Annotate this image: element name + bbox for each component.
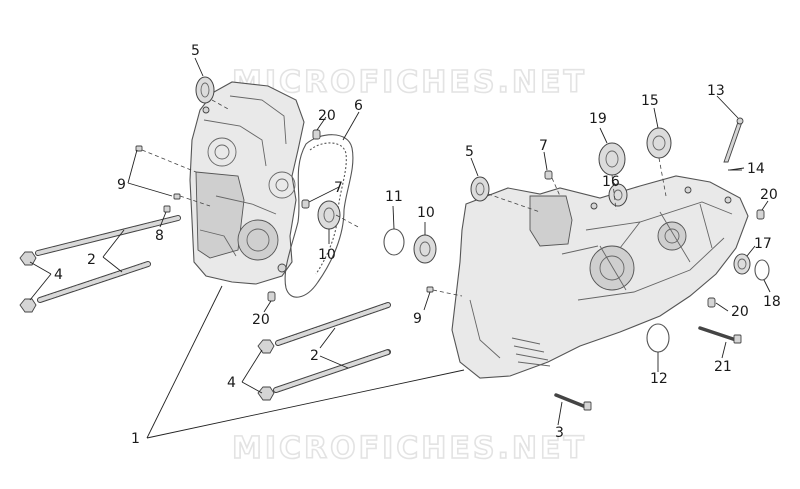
watermark-bottom: MICROFICHES.NET (232, 431, 587, 466)
leader-lines (29, 57, 771, 439)
callout-21: 21 (714, 359, 732, 375)
pin-7-left (301, 199, 310, 209)
callout-9b: 9 (413, 311, 422, 327)
callout-11: 11 (385, 189, 403, 205)
callout-20b: 20 (252, 312, 270, 328)
dowel-pin-20a (312, 129, 321, 140)
bolt-3 (554, 393, 592, 411)
bearing-10-left (317, 200, 341, 230)
seal-17 (733, 253, 751, 275)
stud-2-left-upper (35, 215, 181, 256)
callout-labels: 1 2 2 3 4 4 5 5 6 7 7 8 9 9 10 10 11 12 … (54, 43, 781, 447)
callout-6: 6 (354, 98, 363, 114)
callout-15: 15 (641, 93, 659, 109)
bearing-19 (598, 142, 626, 176)
callout-2a: 2 (87, 252, 96, 268)
callout-17: 17 (754, 236, 772, 252)
watermark-top: MICROFICHES.NET (232, 65, 587, 100)
callout-19: 19 (589, 111, 607, 127)
right-crankcase-half (451, 175, 749, 379)
bearing-15 (646, 127, 672, 159)
callout-10b: 10 (417, 205, 435, 221)
dowel-pin-20d (707, 297, 716, 308)
pin-9-b (173, 193, 181, 200)
pin-9-a (135, 145, 143, 152)
callout-10a: 10 (318, 247, 336, 263)
assembly-dashed-lines (141, 99, 667, 297)
pin-9-right (426, 286, 434, 293)
callout-20a: 20 (318, 108, 336, 124)
callout-20d: 20 (731, 304, 749, 320)
callout-5b: 5 (465, 144, 474, 160)
left-crankcase-half (189, 81, 305, 285)
callout-12: 12 (650, 371, 668, 387)
bearing-10-right (413, 234, 437, 264)
callout-13: 13 (707, 83, 725, 99)
dowel-pin-20c (756, 209, 765, 220)
nut-4-c (257, 339, 275, 354)
callout-1: 1 (131, 431, 140, 447)
circlip-18 (754, 259, 770, 281)
circlip-11 (383, 228, 405, 256)
callout-7a: 7 (334, 180, 343, 196)
callout-8: 8 (155, 228, 164, 244)
callout-5a: 5 (191, 43, 200, 59)
bolt-21 (698, 326, 742, 344)
callout-4b: 4 (227, 375, 236, 391)
nut-4-d (257, 386, 275, 401)
callout-3: 3 (555, 425, 564, 441)
dowel-pin-20b (267, 291, 276, 302)
crankcase-gasket-inner (309, 142, 347, 275)
callout-4a: 4 (54, 267, 63, 283)
callout-2b: 2 (310, 348, 319, 364)
pin-8 (163, 205, 171, 213)
nut-4-a (19, 251, 37, 266)
o-ring-12 (646, 323, 670, 353)
stud-2-mid-upper (275, 302, 391, 346)
nut-4-b (19, 298, 37, 313)
callout-16: 16 (602, 174, 620, 190)
breather-13 (723, 117, 744, 163)
oil-seal-left (195, 76, 215, 104)
callout-9a: 9 (117, 177, 126, 193)
stud-2-left-lower (37, 261, 151, 303)
stud-2-mid-lower (273, 349, 391, 393)
callout-18: 18 (763, 294, 781, 310)
crankcase-gasket (284, 134, 354, 298)
callout-7b: 7 (539, 138, 548, 154)
callout-14: 14 (747, 161, 765, 177)
callout-20c: 20 (760, 187, 778, 203)
oil-seal-right (470, 176, 490, 202)
pin-7-right (544, 170, 553, 180)
